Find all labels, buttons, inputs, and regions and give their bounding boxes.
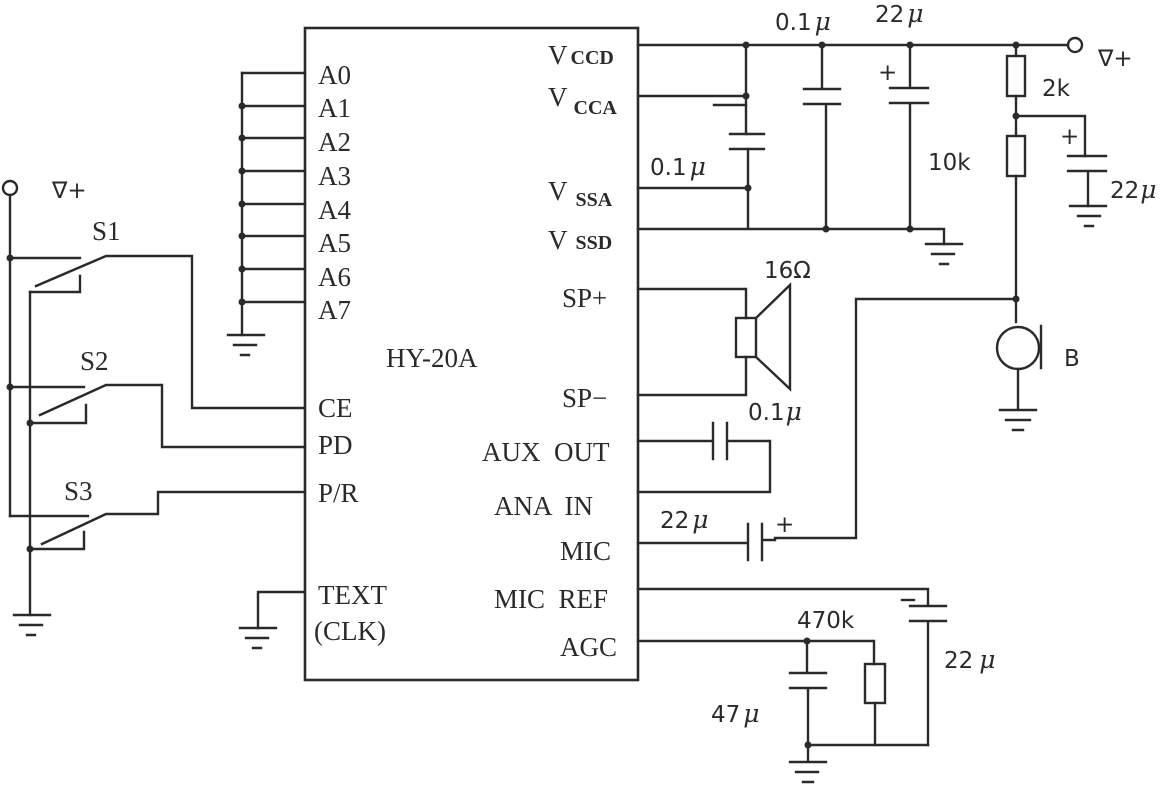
right-supply-terminal: ∇+: [1066, 36, 1133, 72]
resistor-2k: 2k: [1005, 43, 1071, 138]
ground-icon: [12, 613, 52, 637]
cap-aux-value: 0.1μ: [748, 397, 802, 426]
switch-s1: S1: [6, 216, 307, 410]
pin-agc: AGC: [560, 632, 617, 662]
pin-sp-plus: SP+: [562, 283, 607, 313]
left-supply-terminal: ∇+: [1, 178, 87, 204]
pin-ana-in: ANA IN: [494, 491, 593, 521]
pin-a6: A6: [318, 262, 351, 292]
switch-s1-label: S1: [92, 216, 121, 246]
pin-mic-ref: MIC REF: [494, 584, 608, 614]
resistor-2k-value: 2k: [1042, 76, 1071, 102]
ground-icon: [226, 333, 266, 357]
pin-a4: A4: [318, 195, 351, 225]
resistor-470k: 470k: [797, 608, 887, 747]
left-pin-labels: A0 A1 A2 A3 A4 A5 A6 A7 CE PD P/R TEXT (…: [314, 60, 387, 646]
microphone-label: B: [1064, 346, 1080, 372]
pin-pd: PD: [318, 430, 353, 460]
ground-icon: [924, 242, 964, 266]
switch-s3-label: S3: [64, 476, 93, 506]
switch-s2-label: S2: [80, 346, 109, 376]
pin-aux-out: AUX OUT: [482, 437, 610, 467]
left-supply-label: ∇+: [51, 178, 87, 204]
pin-sp-minus: SP−: [562, 383, 607, 413]
speaker-icon: 16Ω: [636, 258, 811, 397]
chip-name: HY-20A: [386, 343, 478, 373]
vccd-rail: [636, 41, 1070, 49]
chip-body: [303, 26, 640, 682]
microphone-icon: B: [995, 324, 1080, 432]
pin-clk: (CLK): [314, 616, 386, 646]
resistor-470k-value: 470k: [797, 608, 855, 634]
pin-ce: CE: [318, 393, 353, 423]
capacitor-22u-bias: + 22μ: [1060, 124, 1157, 228]
pin-text: TEXT: [318, 580, 387, 610]
pin-a7: A7: [318, 295, 351, 325]
text-pin-ground: [238, 590, 307, 650]
cap-bias-plus: +: [1060, 124, 1079, 150]
right-supply-label: ∇+: [1097, 46, 1133, 72]
pin-a0: A0: [318, 60, 351, 90]
pin-a1: A1: [318, 93, 351, 123]
address-bus-ground: [226, 71, 307, 357]
pin-a3: A3: [318, 161, 351, 191]
resistor-10k-value: 10k: [928, 150, 971, 176]
capacitor-aux: 0.1μ: [636, 397, 802, 494]
cap-mic-plus: +: [775, 512, 794, 538]
switch-s3: S3: [8, 476, 307, 553]
switch-s2: S2: [6, 346, 307, 449]
pin-mic: MIC: [560, 536, 611, 566]
pin-a5: A5: [318, 228, 351, 258]
pin-a2: A2: [318, 127, 351, 157]
ground-icon: [788, 743, 828, 784]
pin-pr: P/R: [318, 478, 359, 508]
cap-bias-value: 22μ: [1110, 175, 1157, 204]
speaker-value: 16Ω: [764, 258, 811, 284]
cap-22u-plus: +: [878, 60, 897, 86]
